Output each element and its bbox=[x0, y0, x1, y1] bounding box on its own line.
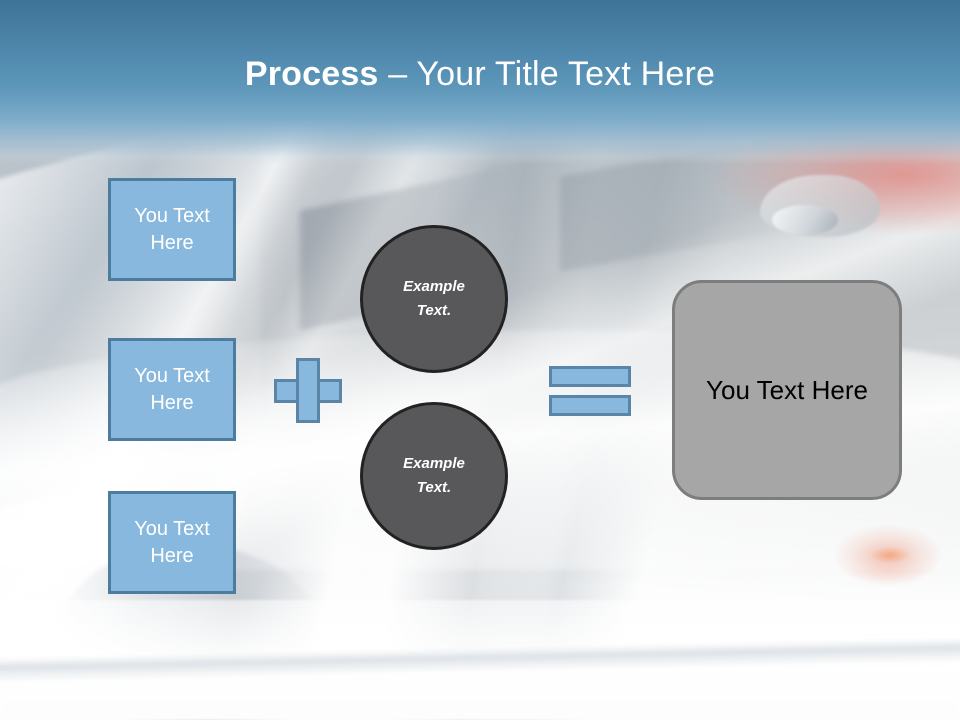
page-title: Process – Your Title Text Here bbox=[0, 52, 960, 96]
example-circle-2[interactable]: Example Text. bbox=[360, 402, 508, 550]
page-title-rest: Your Title Text Here bbox=[416, 55, 716, 93]
example-circle-2-line1: Example bbox=[403, 455, 465, 472]
input-box-1[interactable]: You Text Here bbox=[108, 178, 236, 281]
example-circle-1-line1: Example bbox=[403, 278, 465, 295]
equals-icon bbox=[549, 366, 631, 416]
plus-icon-center-fill bbox=[299, 382, 317, 400]
input-box-3[interactable]: You Text Here bbox=[108, 491, 236, 594]
example-circle-1[interactable]: Example Text. bbox=[360, 225, 508, 373]
equals-icon-top-bar bbox=[549, 366, 631, 387]
page-title-separator: – bbox=[378, 55, 417, 93]
input-box-2-label: You Text Here bbox=[134, 364, 210, 414]
page-title-accent: Process bbox=[244, 55, 379, 93]
result-box-label: You Text Here bbox=[706, 374, 868, 405]
equals-icon-bottom-bar bbox=[549, 395, 631, 416]
example-circle-2-line2: Text. bbox=[416, 479, 452, 496]
plus-icon bbox=[274, 358, 342, 423]
example-circle-1-line2: Text. bbox=[416, 302, 452, 319]
header-band bbox=[0, 0, 960, 165]
input-box-1-label: You Text Here bbox=[134, 204, 210, 254]
input-box-2[interactable]: You Text Here bbox=[108, 338, 236, 441]
input-box-3-label: You Text Here bbox=[134, 517, 210, 567]
result-box[interactable]: You Text Here bbox=[672, 280, 902, 500]
